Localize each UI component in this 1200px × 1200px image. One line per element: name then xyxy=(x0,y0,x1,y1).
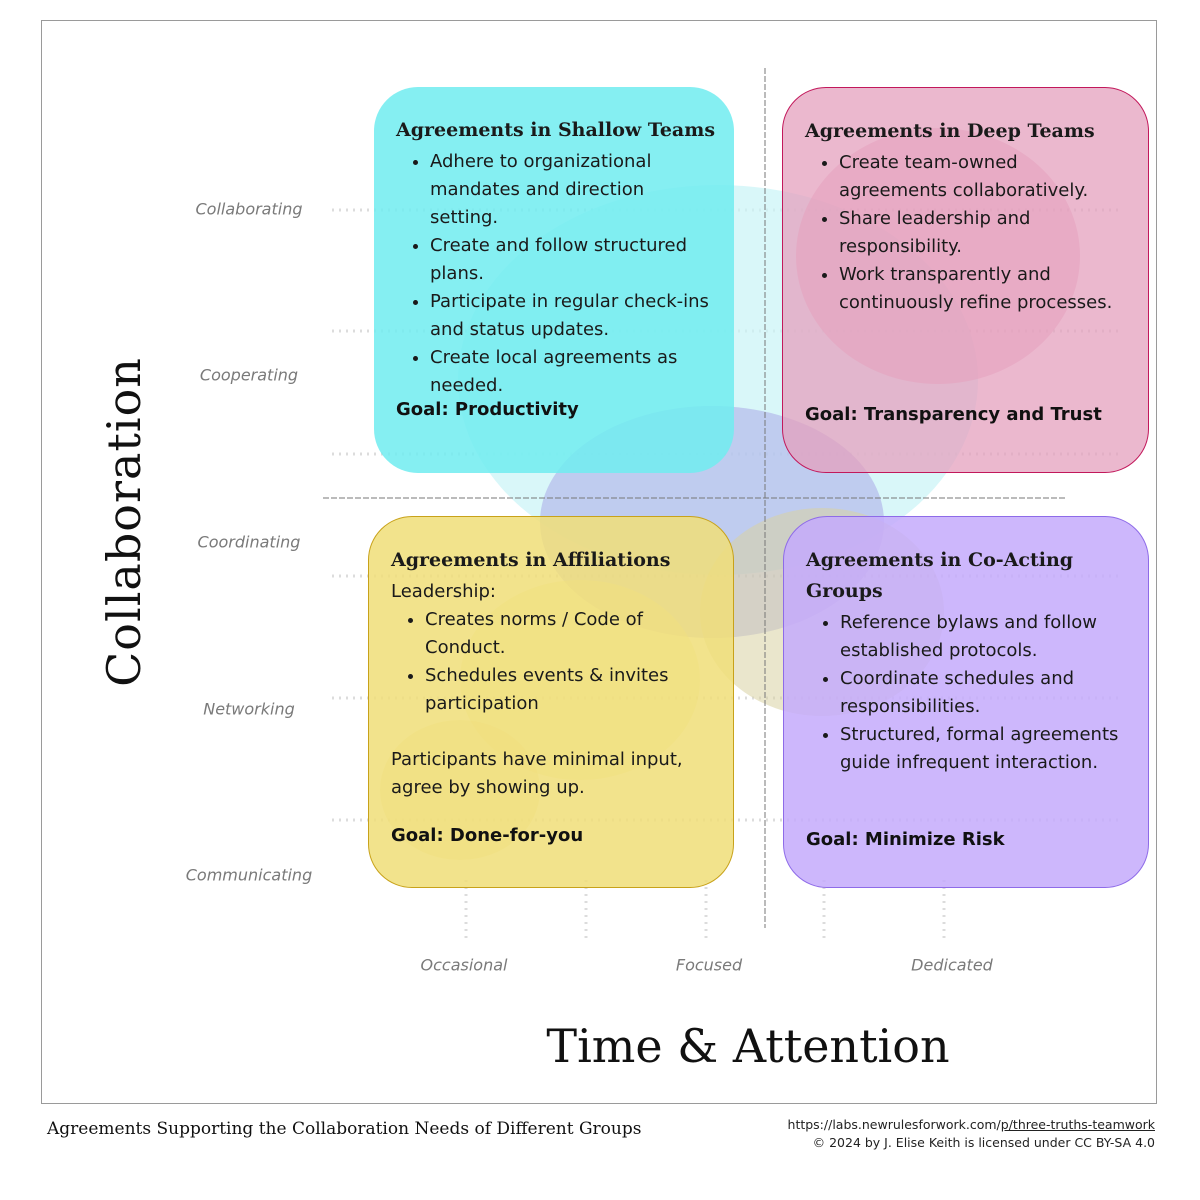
y-tick-label: Communicating xyxy=(185,865,313,885)
y-tick-label: Networking xyxy=(203,699,295,719)
quadrant-title: Agreements in Co-Acting Groups xyxy=(806,549,1074,602)
quadrant-deep-teams: Agreements in Deep Teams Create team-own… xyxy=(782,87,1149,473)
quadrant-affiliations: Agreements in Affiliations Leadership: C… xyxy=(368,516,734,888)
bullet-list: Create team-owned agreements collaborati… xyxy=(805,149,1130,317)
list-item: Creates norms / Code of Conduct. xyxy=(425,606,715,662)
goal-label: Goal: Done-for-you xyxy=(391,825,584,846)
y-tick-label: Collaborating xyxy=(195,199,303,219)
source-link[interactable]: https://labs.newrulesforwork.com/p/three… xyxy=(788,1116,1155,1134)
url-prefix: https://labs.newrulesforwork.com/ xyxy=(787,1117,1001,1132)
list-item: Participate in regular check-ins and sta… xyxy=(430,288,716,344)
list-item: Coordinate schedules and responsibilitie… xyxy=(840,665,1130,721)
quadrant-shallow-teams: Agreements in Shallow Teams Adhere to or… xyxy=(374,87,734,473)
figure-caption: Agreements Supporting the Collaboration … xyxy=(47,1119,642,1139)
list-item: Adhere to organizational mandates and di… xyxy=(430,148,716,232)
list-item: Schedules events & invites participation xyxy=(425,662,715,718)
quadrant-title: Agreements in Affiliations xyxy=(391,549,671,571)
y-axis-title: Collaboration xyxy=(97,357,151,687)
license-text: © 2024 by J. Elise Keith is licensed und… xyxy=(812,1135,1155,1150)
goal-label: Goal: Transparency and Trust xyxy=(805,404,1102,425)
x-tick-label: Occasional xyxy=(420,955,508,975)
list-item: Create local agreements as needed. xyxy=(430,344,716,400)
list-item: Create team-owned agreements collaborati… xyxy=(839,149,1130,205)
list-item: Reference bylaws and follow established … xyxy=(840,609,1130,665)
bullet-list: Creates norms / Code of Conduct. Schedul… xyxy=(391,606,715,718)
goal-label: Goal: Minimize Risk xyxy=(806,829,1005,850)
list-item: Create and follow structured plans. xyxy=(430,232,716,288)
y-tick-label: Cooperating xyxy=(199,365,299,385)
bullet-list: Reference bylaws and follow established … xyxy=(806,609,1130,777)
quadrant-title: Agreements in Deep Teams xyxy=(805,120,1095,142)
note-text: Participants have minimal input, agree b… xyxy=(391,749,683,798)
chart-frame xyxy=(41,20,1157,1104)
bullet-list: Adhere to organizational mandates and di… xyxy=(396,148,716,400)
x-tick-label: Focused xyxy=(675,955,743,975)
list-item: Structured, formal agreements guide infr… xyxy=(840,721,1130,777)
x-tick-label: Dedicated xyxy=(911,955,993,975)
list-item: Share leadership and responsibility. xyxy=(839,205,1130,261)
goal-label: Goal: Productivity xyxy=(396,399,579,420)
list-item: Work transparently and continuously refi… xyxy=(839,261,1130,317)
quadrant-title: Agreements in Shallow Teams xyxy=(396,119,716,141)
credit-block: https://labs.newrulesforwork.com/p/three… xyxy=(788,1116,1155,1152)
x-axis-title: Time & Attention xyxy=(546,1019,950,1073)
quadrant-co-acting-groups: Agreements in Co-Acting Groups Reference… xyxy=(783,516,1149,888)
url-path: p/three-truths-teamwork xyxy=(1000,1117,1155,1132)
y-tick-label: Coordinating xyxy=(197,532,301,552)
intro-text: Leadership: xyxy=(391,581,496,602)
